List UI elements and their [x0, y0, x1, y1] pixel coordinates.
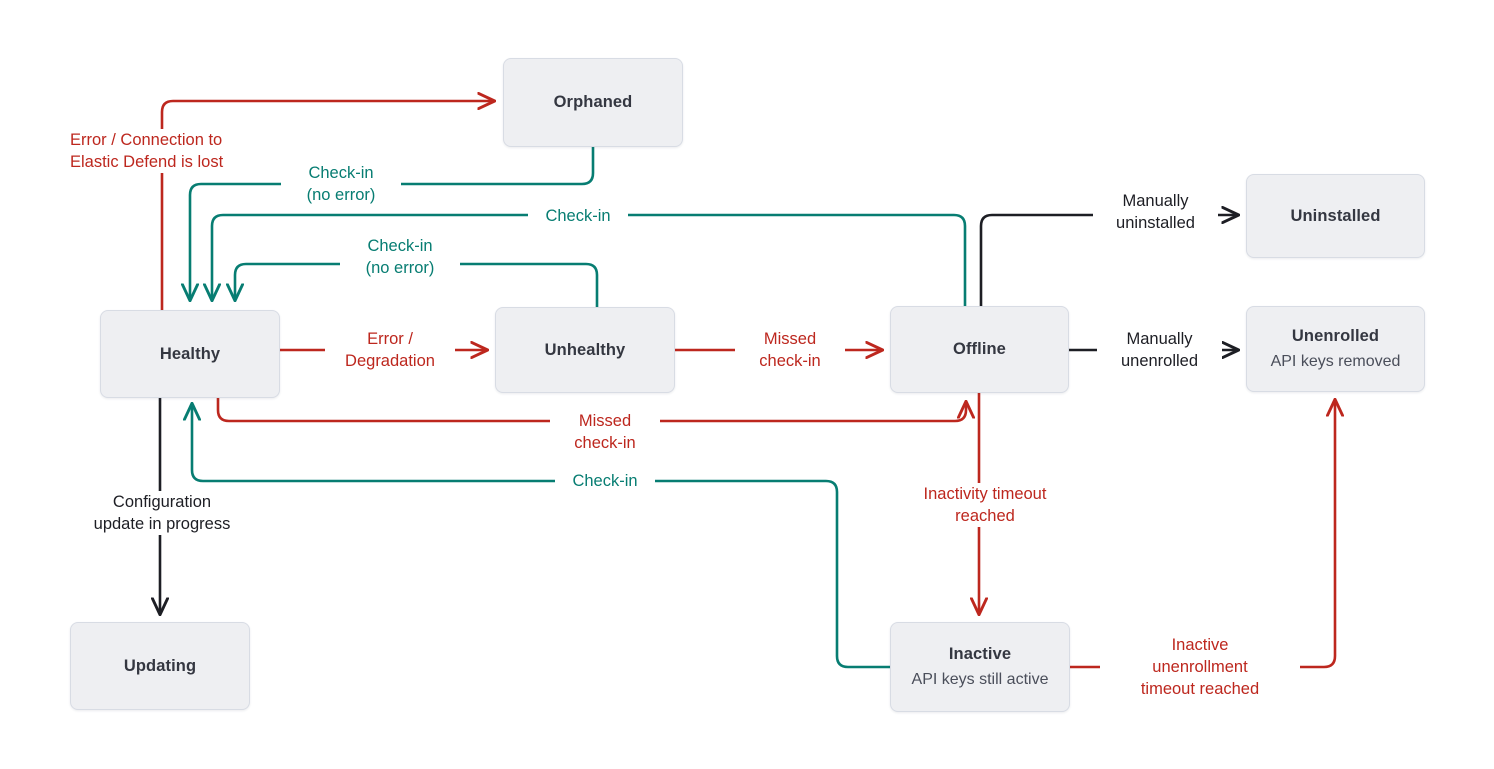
edge-label-orphaned-to-healthy: Check-in (no error) [281, 162, 401, 206]
edge-label-inactive-to-healthy: Check-in [555, 470, 655, 492]
edge-inactive-to-unenrolled [1070, 400, 1335, 669]
edge-label-offline-to-uninstalled: Manually uninstalled [1093, 190, 1218, 234]
edge-offline-to-healthy [212, 213, 967, 306]
node-orphaned-title: Orphaned [553, 93, 633, 112]
node-unhealthy-title: Unhealthy [544, 340, 626, 359]
edge-label-inactive-to-unenrolled: Inactive unenrollment timeout reached [1100, 634, 1300, 700]
node-inactive-subtitle: API keys still active [911, 670, 1049, 688]
edge-label-healthy-to-orphaned: Error / Connection to Elastic Defend is … [65, 129, 275, 173]
edge-label-unhealthy-to-healthy: Check-in (no error) [340, 235, 460, 279]
node-inactive[interactable]: Inactive API keys still active [890, 622, 1070, 712]
node-unhealthy[interactable]: Unhealthy [495, 307, 675, 393]
node-uninstalled[interactable]: Uninstalled [1246, 174, 1425, 258]
edge-label-healthy-to-unhealthy: Error / Degradation [325, 328, 455, 372]
edge-label-offline-to-healthy: Check-in [528, 205, 628, 227]
node-inactive-title: Inactive [948, 645, 1012, 664]
node-offline-title: Offline [953, 340, 1006, 359]
node-unenrolled-subtitle: API keys removed [1270, 352, 1401, 370]
node-unenrolled-title: Unenrolled [1291, 327, 1380, 346]
edge-label-healthy-to-updating: Configuration update in progress [62, 491, 262, 535]
edge-label-offline-to-unenrolled: Manually unenrolled [1097, 328, 1222, 372]
node-offline[interactable]: Offline [890, 306, 1069, 393]
node-orphaned[interactable]: Orphaned [503, 58, 683, 147]
edge-offline-to-uninstalled [979, 215, 1238, 306]
node-unenrolled[interactable]: Unenrolled API keys removed [1246, 306, 1425, 392]
node-uninstalled-title: Uninstalled [1290, 206, 1381, 225]
edge-label-unhealthy-to-offline: Missed check-in [735, 328, 845, 372]
node-healthy-title: Healthy [159, 344, 221, 363]
node-healthy[interactable]: Healthy [100, 310, 280, 398]
node-updating[interactable]: Updating [70, 622, 250, 710]
node-updating-title: Updating [123, 656, 197, 675]
edge-label-healthy-to-offline: Missed check-in [550, 410, 660, 454]
edge-inactive-to-healthy [192, 404, 890, 669]
edge-healthy-to-orphaned [160, 101, 494, 310]
edge-label-offline-to-inactive: Inactivity timeout reached [890, 483, 1080, 527]
